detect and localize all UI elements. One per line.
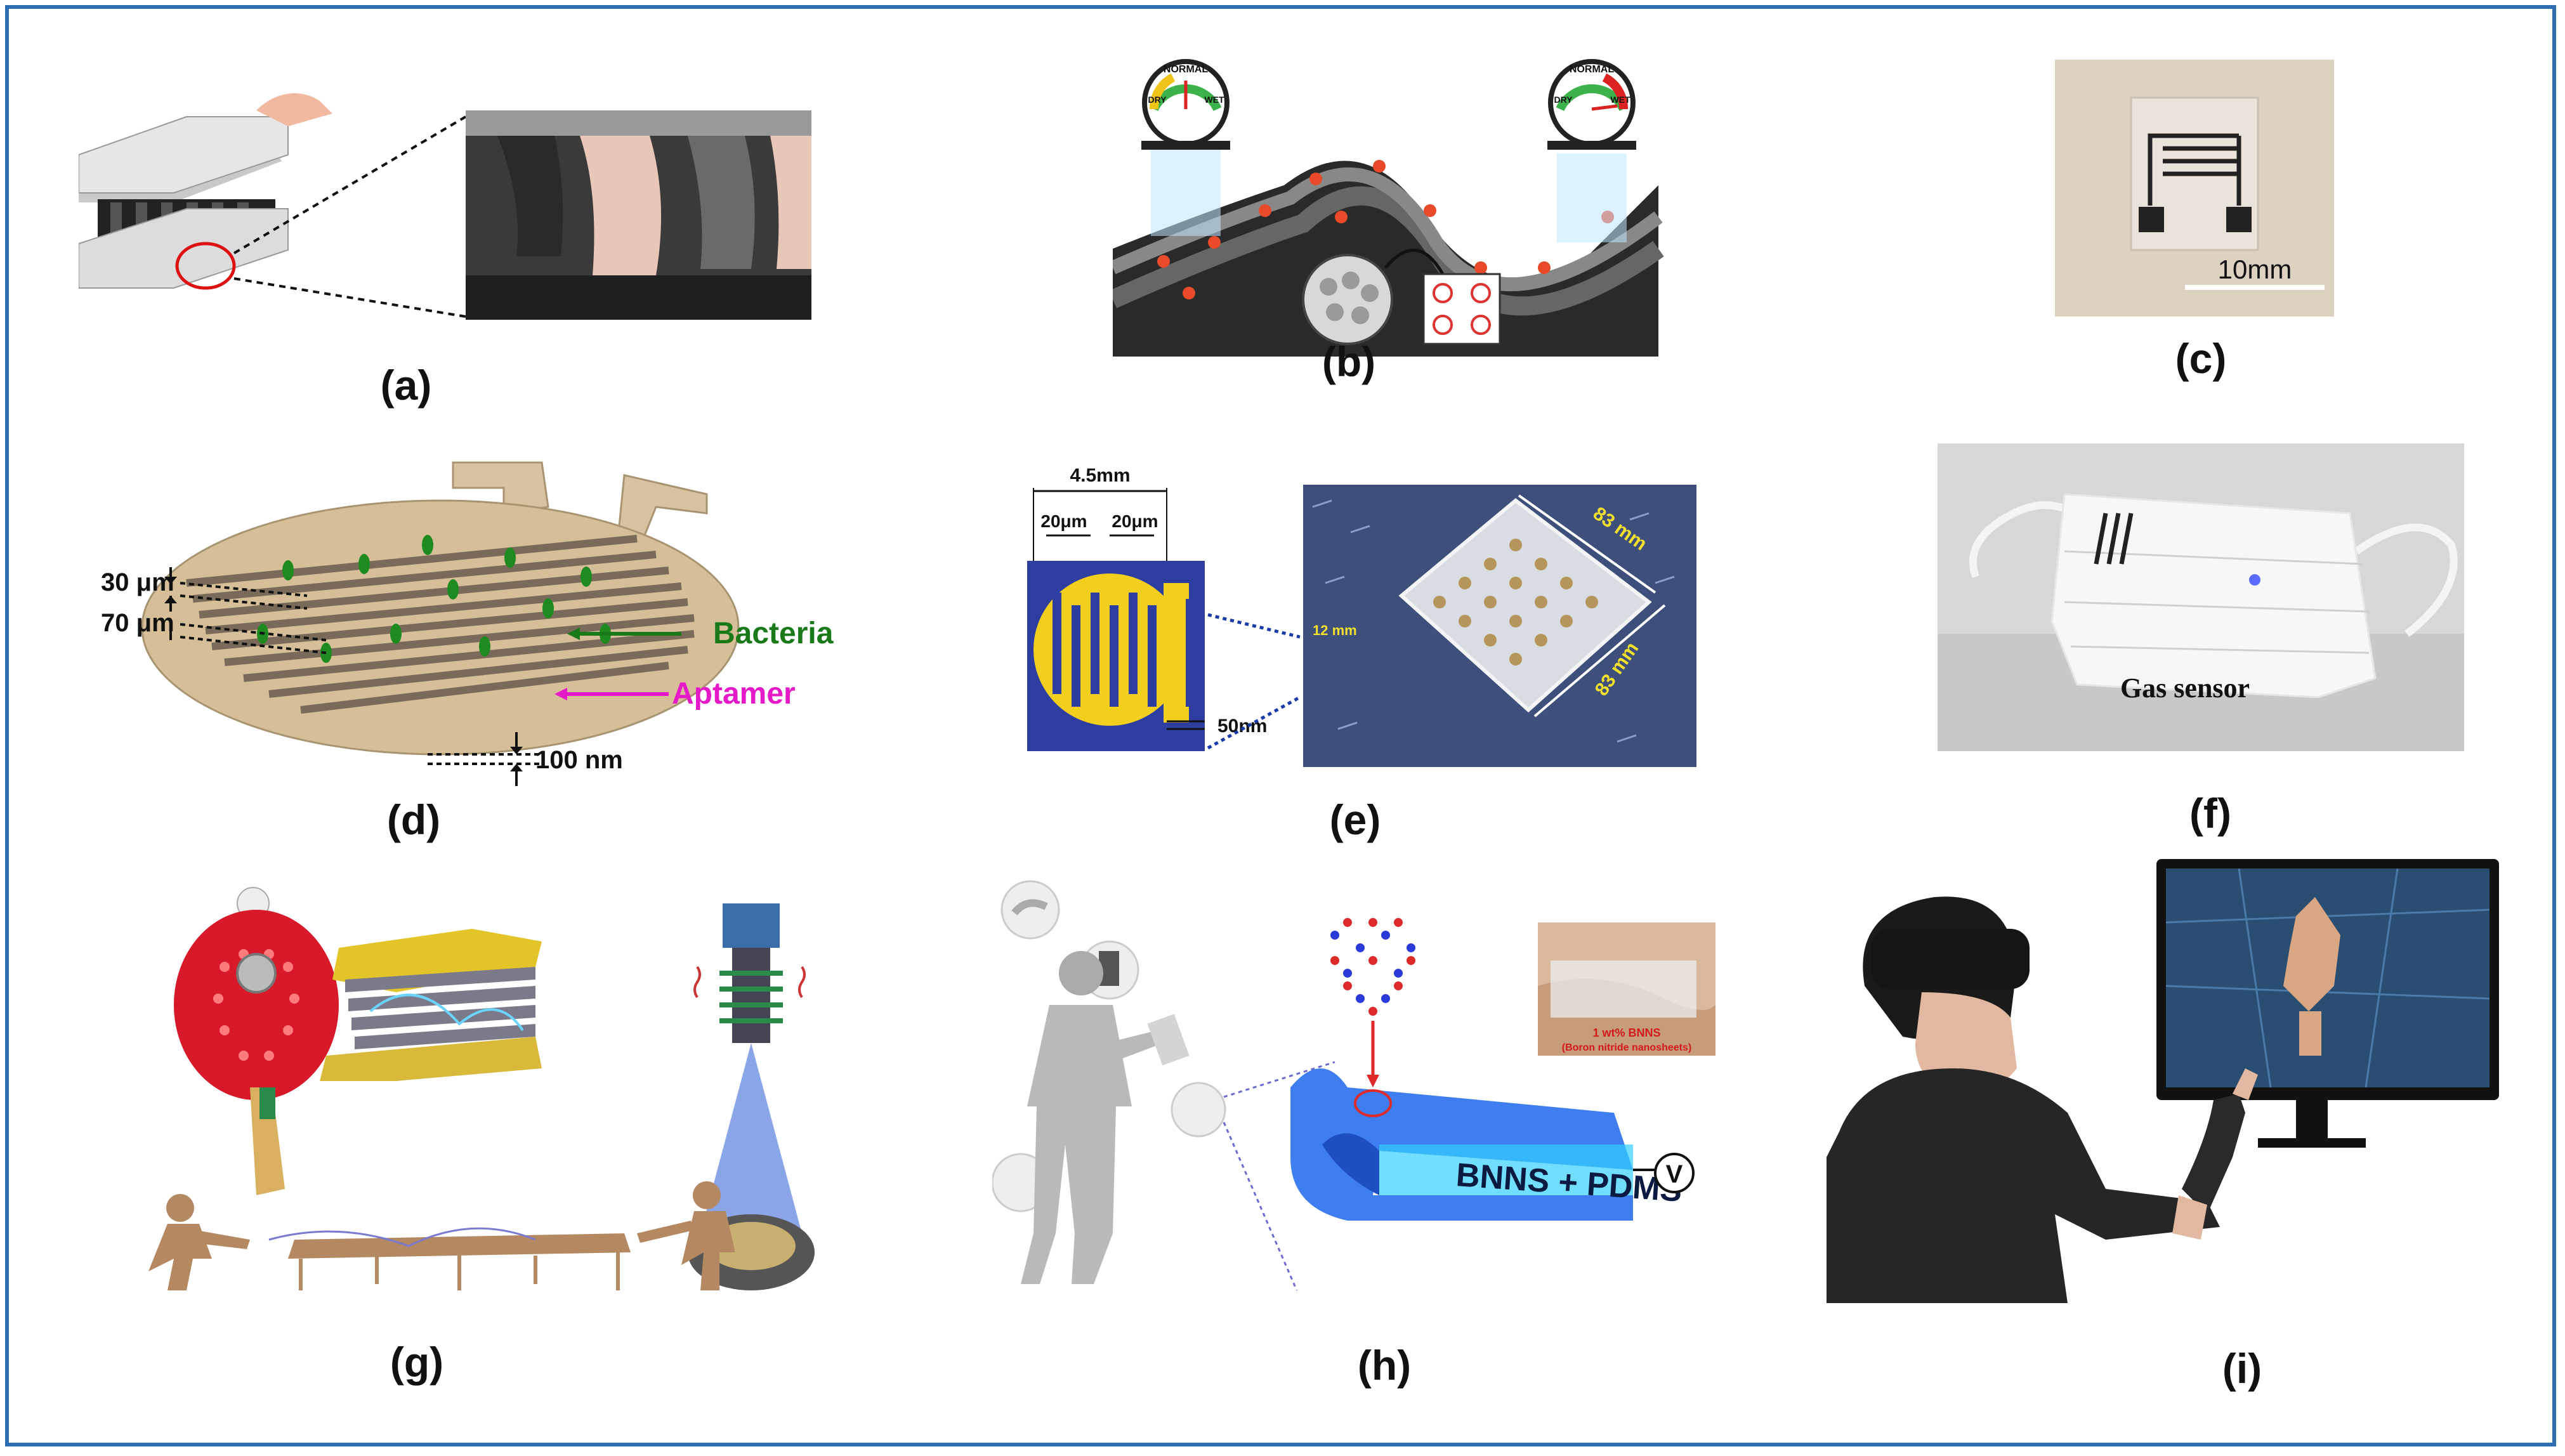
- caption-g: (g): [390, 1339, 444, 1386]
- panel-g-illustration: [148, 887, 815, 1290]
- gap-label-2: 20μm: [1112, 511, 1158, 531]
- panel-f-photo: Gas sensor: [1938, 443, 2464, 751]
- caption-a: (a): [380, 362, 432, 409]
- dim-70um: 70 μm: [101, 609, 174, 637]
- voltmeter-label: V: [1666, 1160, 1683, 1188]
- caption-i: (i): [2222, 1345, 2262, 1392]
- gap-label-1: 20μm: [1040, 511, 1087, 531]
- caption-b: (b): [1322, 338, 1376, 385]
- gauge-normal-label-right: NORMAL: [1570, 64, 1614, 75]
- bnns-photo-line1: 1 wt% BNNS: [1592, 1026, 1660, 1039]
- gas-sensor-label: Gas sensor: [2120, 672, 2250, 704]
- caption-h: (h): [1357, 1342, 1412, 1389]
- depth-label: 12 mm: [1313, 622, 1357, 638]
- caption-f: (f): [2189, 790, 2231, 837]
- panel-a-illustration: [79, 93, 811, 320]
- aptamer-label: Aptamer: [672, 677, 796, 711]
- panel-c-photo: 10mm: [2055, 60, 2334, 317]
- panel-h-illustration: BNNS + PDMS V 1 wt% BNNS (Boron nitride …: [992, 880, 1715, 1290]
- bacteria-label: Bacteria: [713, 617, 834, 650]
- thickness-label: 50nm: [1217, 716, 1267, 737]
- caption-d: (d): [386, 796, 441, 843]
- bnns-photo-line2: (Boron nitride nanosheets): [1562, 1042, 1691, 1053]
- figure-frame: (a) NORMAL DRY WET NORMAL DRY WET (b): [5, 5, 2556, 1446]
- width-label: 4.5mm: [1070, 465, 1130, 486]
- gauge-dry-label-right: DRY: [1554, 95, 1573, 105]
- panel-d-illustration: Bacteria Aptamer 30 μm 70 μm 100 nm: [101, 461, 834, 786]
- caption-e: (e): [1329, 796, 1381, 843]
- panel-e-illustration: 4.5mm 20μm 20μm 50nm 83 mm 83 mm 12 mm: [1027, 465, 1696, 767]
- panel-b-illustration: NORMAL DRY WET NORMAL DRY WET: [1113, 59, 1664, 357]
- scale-bar-label: 10mm: [2218, 254, 2292, 284]
- gauge-wet-label-right: WET: [1610, 95, 1630, 105]
- dim-100nm: 100 nm: [535, 746, 623, 774]
- dim-30um: 30 μm: [101, 568, 174, 596]
- gauge-wet-label-left: WET: [1204, 95, 1224, 105]
- gauge-dry-label-left: DRY: [1148, 95, 1167, 105]
- panel-i-photo: [1827, 859, 2499, 1303]
- gauge-normal-label-left: NORMAL: [1164, 64, 1208, 75]
- caption-c: (c): [2175, 335, 2227, 382]
